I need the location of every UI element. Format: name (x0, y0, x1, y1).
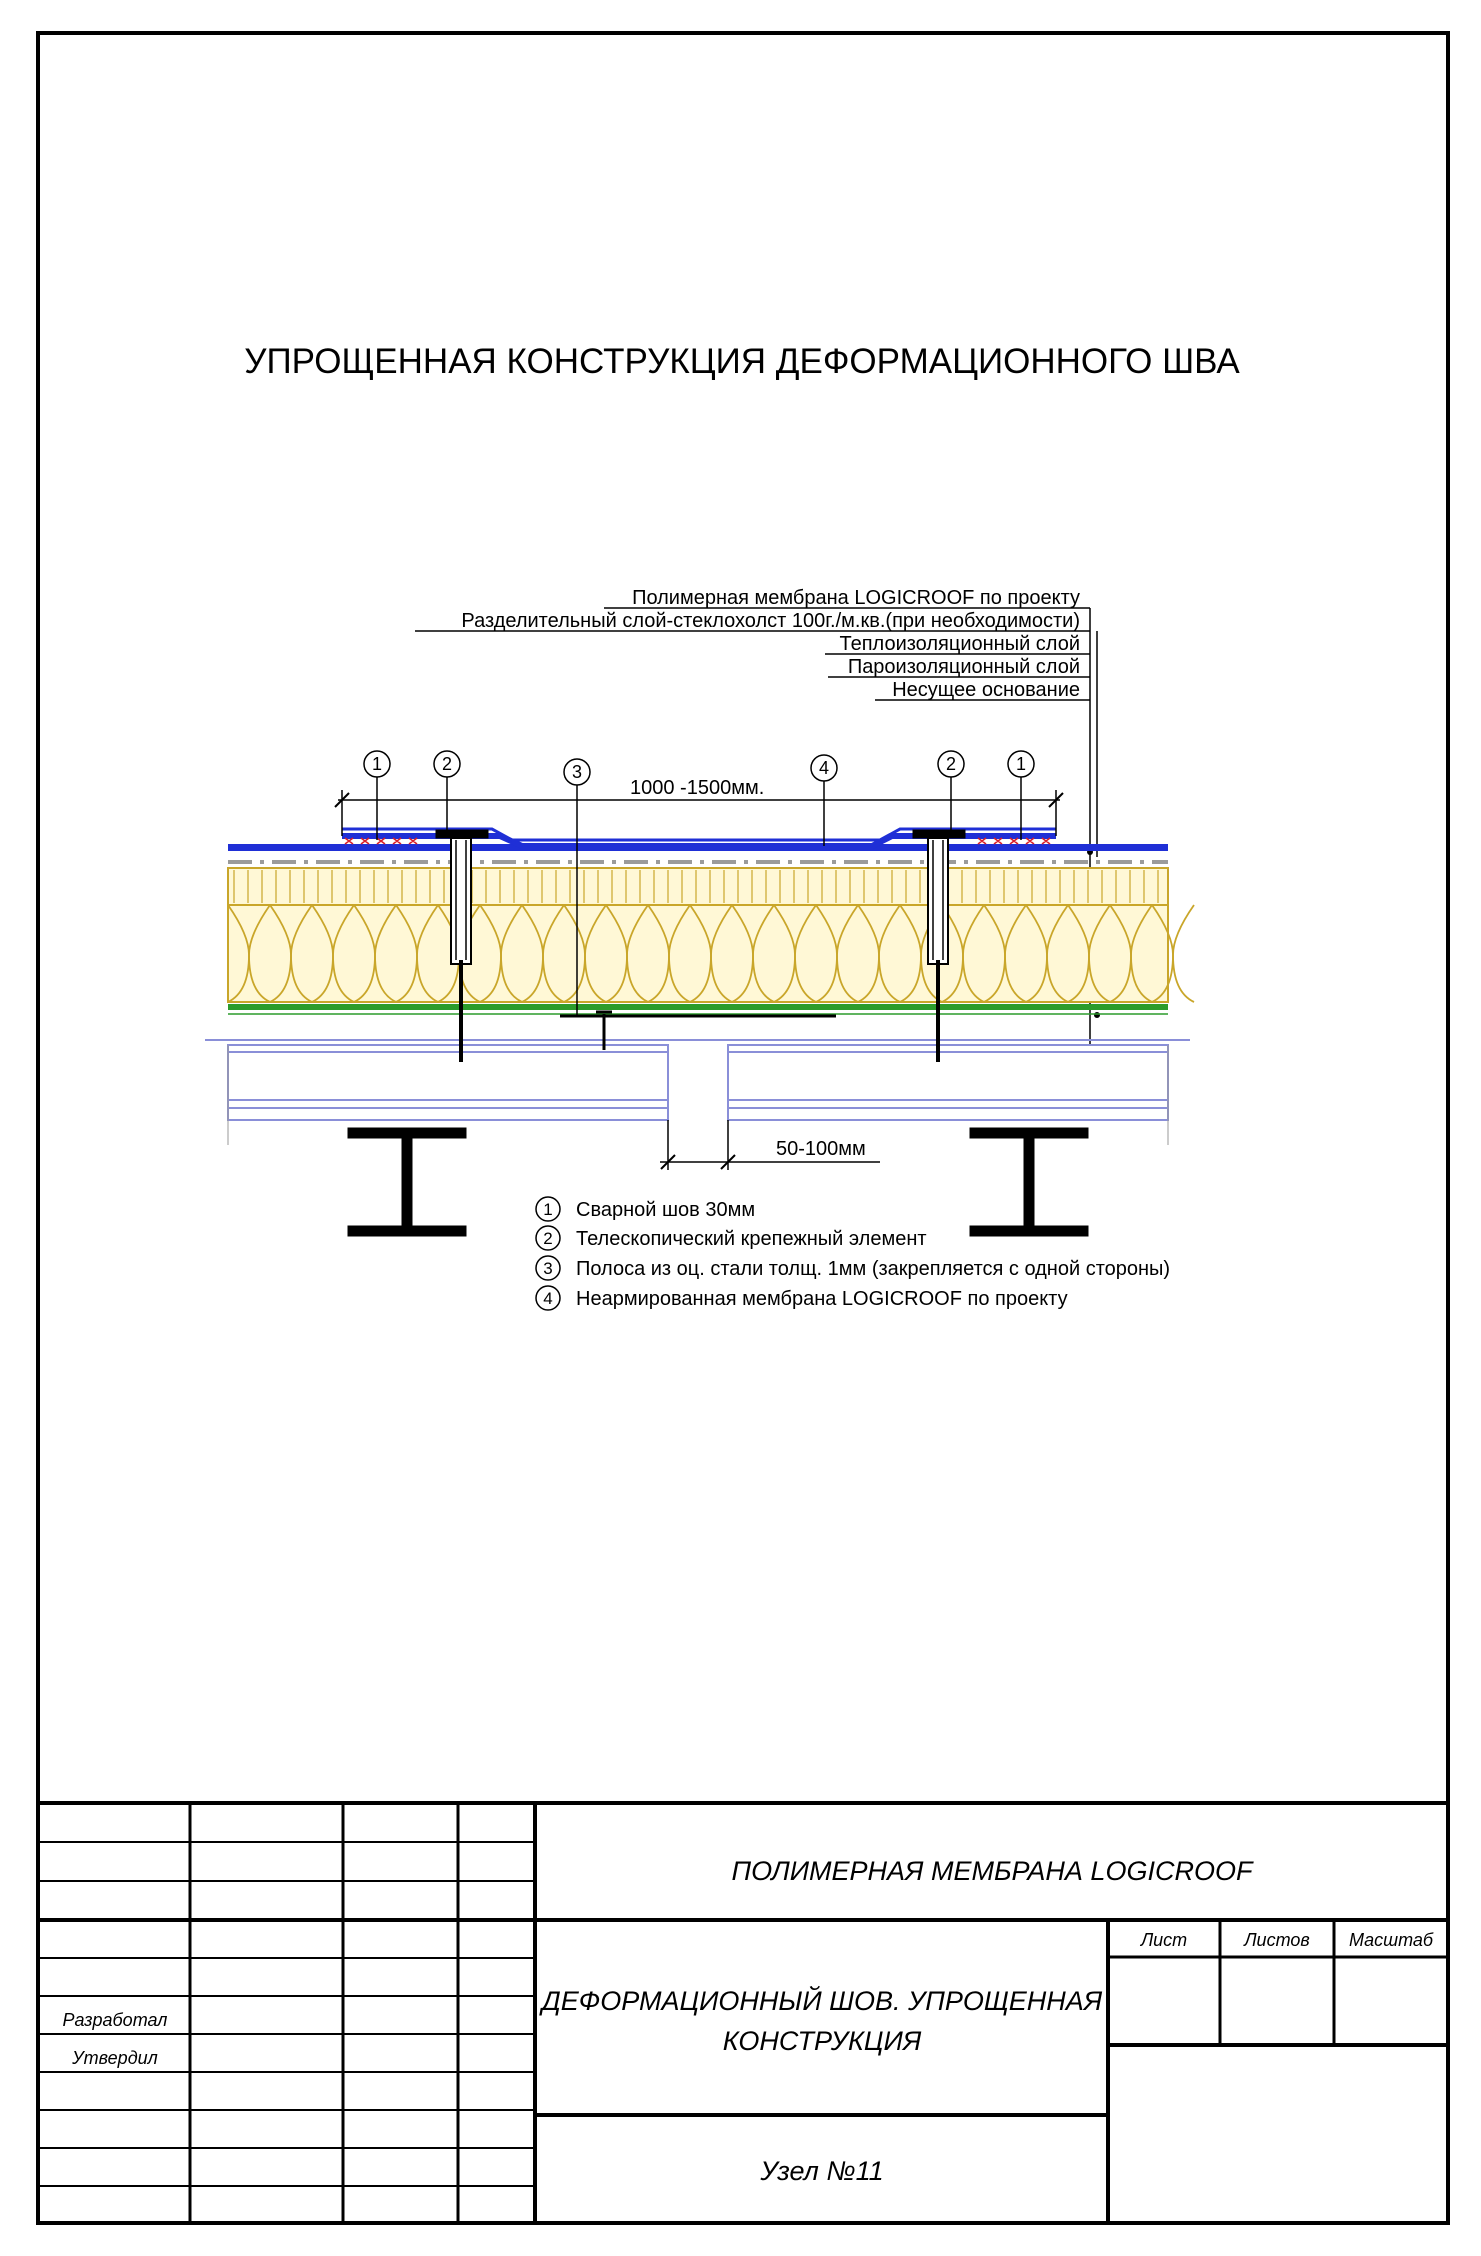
legend-text-1: Сварной шов 30мм (576, 1199, 755, 1221)
stamp-col-scale: Масштаб (1349, 1930, 1434, 1950)
stamp-col-sheet: Лист (1140, 1930, 1187, 1950)
callout-markers (363, 750, 1035, 1016)
callout-1-left: 1 (372, 754, 382, 774)
legend-num-3: 3 (543, 1259, 552, 1278)
dimension-width-label: 1000 -1500мм. (630, 777, 764, 799)
i-beam-left (347, 1127, 467, 1237)
callout-4: 4 (819, 758, 829, 778)
weld-seam-left (344, 837, 418, 845)
stamp-col-sheets: Листов (1243, 1930, 1310, 1950)
stamp-title-line-1: ДЕФОРМАЦИОННЫЙ ШОВ. УПРОЩЕННАЯ (539, 1984, 1103, 2016)
telescopic-fastener-left (435, 829, 489, 1062)
dimension-width: 1000 -1500мм. (334, 777, 1064, 836)
vapor-barrier (228, 1004, 1168, 1010)
stamp-title-line-2: КОНСТРУКЦИЯ (723, 2026, 922, 2056)
dimension-gap: 50-100мм (660, 1120, 880, 1170)
drawing-title: УПРОЩЕННАЯ КОНСТРУКЦИЯ ДЕФОРМАЦИОННОГО Ш… (244, 342, 1240, 381)
legend-num-1: 1 (543, 1200, 552, 1219)
layer-label-membrane: Полимерная мембрана LOGICROOF по проекту (632, 587, 1080, 609)
layer-label-base: Несущее основание (892, 679, 1080, 701)
weld-seam-right (977, 837, 1051, 845)
layer-label-separation: Разделительный слой-стеклохолст 100г./м.… (461, 610, 1080, 632)
callout-2-right: 2 (946, 754, 956, 774)
legend-num-2: 2 (543, 1229, 552, 1248)
title-block (38, 1801, 1448, 2223)
stamp-node: Узел №11 (759, 2156, 883, 2186)
callout-1-right: 1 (1016, 754, 1026, 774)
legend-text-2: Телескопический крепежный элемент (576, 1228, 927, 1250)
legend-text-4: Неармированная мембрана LOGICROOF по про… (576, 1288, 1068, 1310)
i-beam-right (969, 1127, 1089, 1237)
callout-2-left: 2 (442, 754, 452, 774)
layer-label-insulation: Теплоизоляционный слой (840, 633, 1081, 655)
cross-section (205, 827, 1195, 1237)
legend-num-4: 4 (543, 1289, 552, 1308)
dimension-gap-label: 50-100мм (776, 1138, 866, 1160)
sheet-frame (36, 31, 1450, 2225)
stamp-company: ПОЛИМЕРНАЯ МЕМБРАНА LOGICROOF (732, 1856, 1254, 1886)
legend: 1 2 3 4 Сварной шов 30мм Телескопический… (535, 1196, 1170, 1311)
legend-text-3: Полоса из оц. стали толщ. 1мм (закрепляе… (576, 1258, 1170, 1280)
stamp-developed: Разработал (63, 2010, 168, 2030)
insulation-layer (227, 867, 1169, 1003)
layer-label-vapor: Пароизоляционный слой (848, 656, 1080, 678)
callout-3: 3 (572, 762, 582, 782)
layer-labels: Полимерная мембрана LOGICROOF по проекту… (415, 587, 1100, 1065)
telescopic-fastener-right (912, 829, 966, 1062)
stamp-approved: Утвердил (71, 2048, 158, 2068)
